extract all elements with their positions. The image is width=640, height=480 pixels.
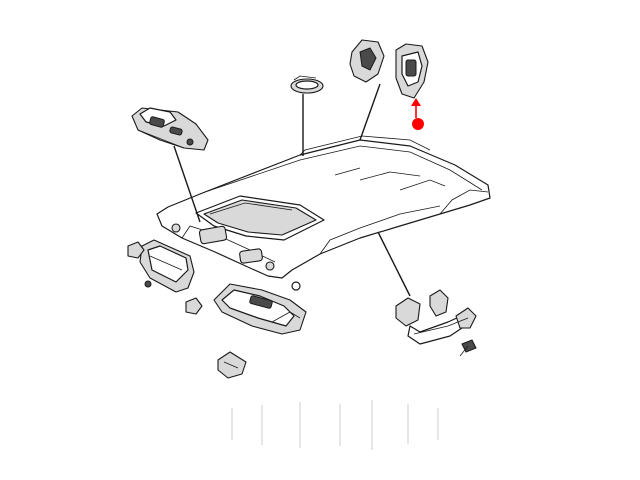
headliner-panel-icon (156, 135, 491, 279)
headliner-console-cutout-icon (171, 223, 275, 271)
screw-icon (459, 339, 477, 357)
background-artifact (231, 400, 439, 450)
retainer-clip-icon (217, 351, 247, 379)
red-dot-marker-icon (412, 118, 424, 130)
leader-lines (173, 83, 411, 297)
overhead-console-icon (131, 107, 209, 151)
red-arrow-icon (411, 98, 421, 118)
grab-handle-icon (395, 289, 477, 345)
sun-visor-icon (213, 283, 307, 335)
assist-handle-bracket-highlighted-icon (395, 43, 429, 99)
sun-visor-icon (139, 239, 195, 293)
visor-clip-icon (127, 241, 301, 315)
dome-lamp-icon (290, 75, 324, 94)
assist-handle-bracket-icon (349, 39, 385, 83)
sunroof-opening-icon (195, 195, 325, 241)
